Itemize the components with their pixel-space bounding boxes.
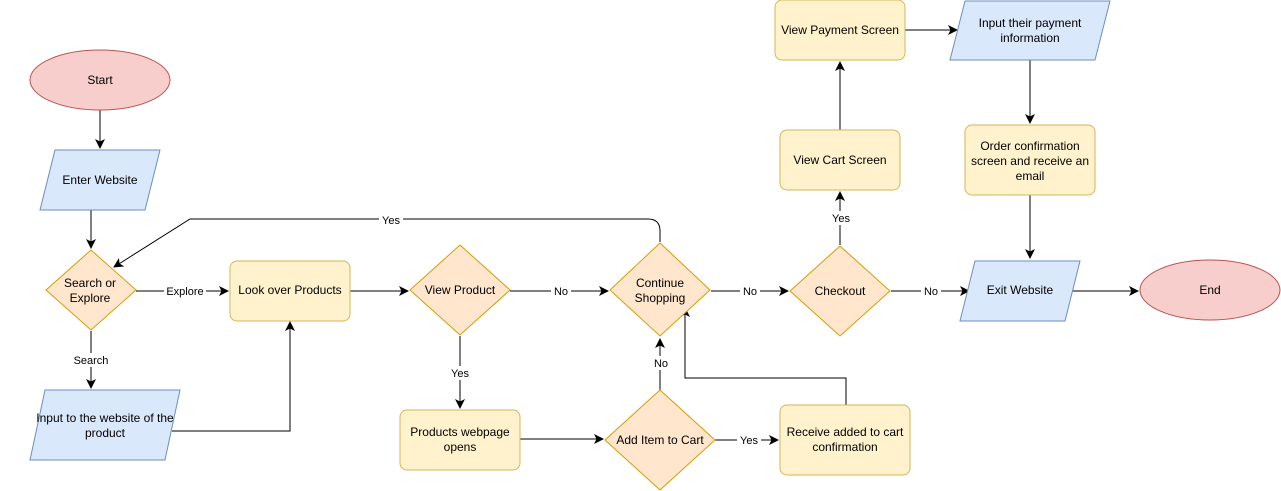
edge-label-explore: Explore <box>166 286 203 298</box>
edge-label-yes-checkout: Yes <box>832 213 850 225</box>
node-search-label-1: Search or <box>64 276 116 290</box>
node-continue-label-2: Shopping <box>635 291 686 305</box>
node-input-product-label-2: product <box>85 426 126 440</box>
edge-label-search: Search <box>74 355 109 367</box>
node-continue-shopping: Continue Shopping <box>609 242 711 337</box>
edge-label-no-checkout: No <box>924 286 938 298</box>
node-order-confirmation-label-2: screen and receive an <box>971 154 1089 168</box>
node-input-product: Input to the website of the product <box>29 389 181 461</box>
node-exit-website-label: Exit Website <box>987 283 1054 297</box>
node-order-confirmation-label-1: Order confirmation <box>980 139 1079 153</box>
edge-label-yes-view: Yes <box>451 368 469 380</box>
node-order-confirmation-label-3: email <box>1016 169 1045 183</box>
node-receive-confirmation: Receive added to cart confirmation <box>779 404 911 476</box>
node-products-webpage-label-2: opens <box>444 440 477 454</box>
node-view-payment-label: View Payment Screen <box>781 23 899 37</box>
node-view-cart-label: View Cart Screen <box>793 153 886 167</box>
node-search-label-2: Explore <box>70 291 111 305</box>
node-view-cart: View Cart Screen <box>779 129 901 191</box>
edge-continue-search-yes <box>113 218 661 268</box>
node-end: End <box>1139 259 1281 321</box>
node-look-over-products-label: Look over Products <box>238 283 341 297</box>
edge-label-no-view: No <box>554 286 568 298</box>
node-view-product-label: View Product <box>425 283 496 297</box>
node-start: Start <box>29 49 171 111</box>
node-add-item-to-cart: Add Item to Cart <box>604 389 716 491</box>
node-add-item-label: Add Item to Cart <box>616 433 704 447</box>
edge-label-yes-add: Yes <box>740 435 758 447</box>
node-enter-website-label: Enter Website <box>62 173 137 187</box>
node-search-or-explore: Search or Explore <box>45 249 137 331</box>
edge-labels: Explore Search Yes No Yes No Yes No Yes … <box>71 211 941 447</box>
node-receive-confirmation-label-1: Receive added to cart <box>787 425 904 439</box>
node-continue-label-1: Continue <box>636 276 684 290</box>
edge-label-yes-top: Yes <box>382 215 400 227</box>
node-view-product: View Product <box>409 244 511 336</box>
node-exit-website: Exit Website <box>959 260 1081 322</box>
node-view-payment: View Payment Screen <box>774 0 906 61</box>
node-input-payment: Input their payment information <box>949 0 1111 61</box>
node-enter-website: Enter Website <box>39 149 161 211</box>
node-start-label: Start <box>87 73 113 87</box>
edge-label-no-add: No <box>654 358 668 370</box>
node-input-payment-label-2: information <box>1000 31 1059 45</box>
node-end-label: End <box>1199 283 1220 297</box>
node-look-over-products: Look over Products <box>229 260 351 322</box>
node-order-confirmation: Order confirmation screen and receive an… <box>964 124 1096 196</box>
node-checkout-label: Checkout <box>815 284 866 298</box>
node-products-webpage-label-1: Products webpage <box>410 425 510 439</box>
node-receive-confirmation-label-2: confirmation <box>812 440 877 454</box>
node-input-product-label-1: Input to the website of the <box>36 411 174 425</box>
node-input-payment-label-1: Input their payment <box>979 16 1082 30</box>
edges <box>86 25 1139 445</box>
edge-receive-continue <box>680 307 847 405</box>
node-products-webpage: Products webpage opens <box>399 409 521 471</box>
edge-label-no-continue: No <box>743 286 757 298</box>
edge-input-look <box>172 321 295 432</box>
node-checkout: Checkout <box>789 245 891 337</box>
